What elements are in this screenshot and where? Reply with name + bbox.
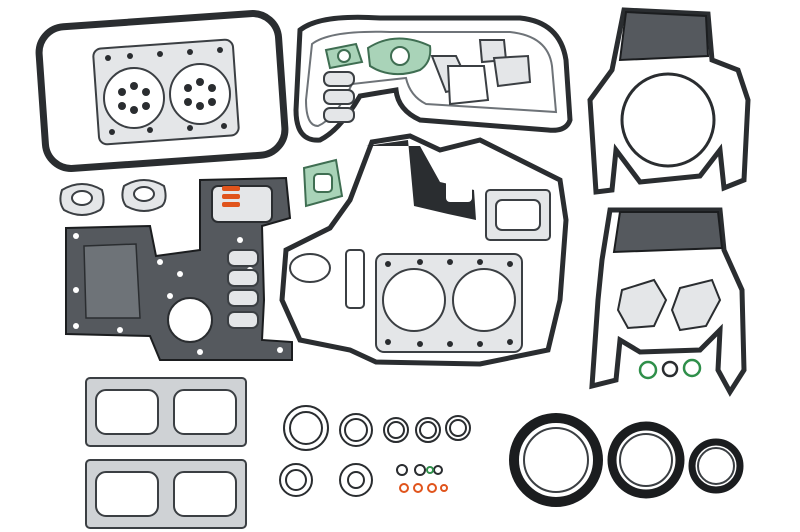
green-gasket-icon — [302, 37, 432, 208]
o-ring-icon — [638, 358, 702, 380]
cylinder-head-gasket-icon — [375, 253, 523, 353]
crankcase-gasket-icon — [279, 133, 569, 367]
manifold-gasket-icon — [85, 377, 247, 529]
o-ring-icon — [661, 360, 679, 378]
shaft-seal-icon — [509, 413, 744, 507]
o-ring-icon — [279, 405, 471, 497]
flange-gasket-icon — [59, 179, 167, 216]
front-cover-gasket-icon — [293, 14, 573, 143]
port-gasket-icon — [227, 249, 259, 329]
flywheel-housing-gasket-icon — [587, 7, 751, 397]
o-ring-icon — [399, 483, 448, 493]
small-gasket-icon — [323, 39, 532, 123]
o-ring-icon — [426, 466, 434, 474]
orange-seal-icon — [222, 186, 240, 207]
valve-cover-gasket-icon — [35, 10, 289, 172]
cylinder-head-gasket-icon — [92, 38, 240, 146]
